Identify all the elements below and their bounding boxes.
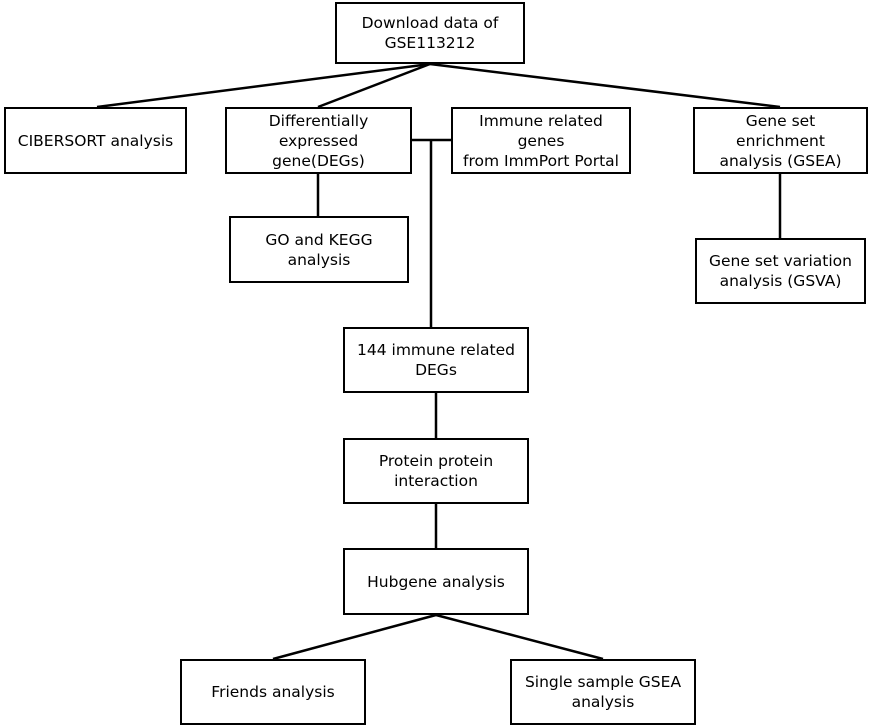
node-immune-related-degs: 144 immune related DEGs xyxy=(343,327,529,393)
node-immport-genes: Immune related genes from ImmPort Portal xyxy=(451,107,631,174)
node-download-data: Download data of GSE113212 xyxy=(335,2,525,64)
node-cibersort: CIBERSORT analysis xyxy=(4,107,187,174)
node-friends-analysis: Friends analysis xyxy=(180,659,366,725)
connector-download-cibersort xyxy=(96,62,431,109)
connector-hubgene-friends xyxy=(272,613,437,661)
connector-hubgene-ssgsea xyxy=(435,613,604,661)
node-hubgene-analysis: Hubgene analysis xyxy=(343,548,529,615)
node-differentially-expressed-genes: Differentially expressed gene(DEGs) xyxy=(225,107,412,174)
connector-download-gsea xyxy=(429,62,781,109)
node-gsea: Gene set enrichment analysis (GSEA) xyxy=(693,107,868,174)
connector-download-degs xyxy=(317,62,431,109)
node-gsva: Gene set variation analysis (GSVA) xyxy=(695,238,866,304)
node-single-sample-gsea: Single sample GSEA analysis xyxy=(510,659,696,725)
node-go-kegg: GO and KEGG analysis xyxy=(229,216,409,283)
node-protein-interaction: Protein protein interaction xyxy=(343,438,529,504)
